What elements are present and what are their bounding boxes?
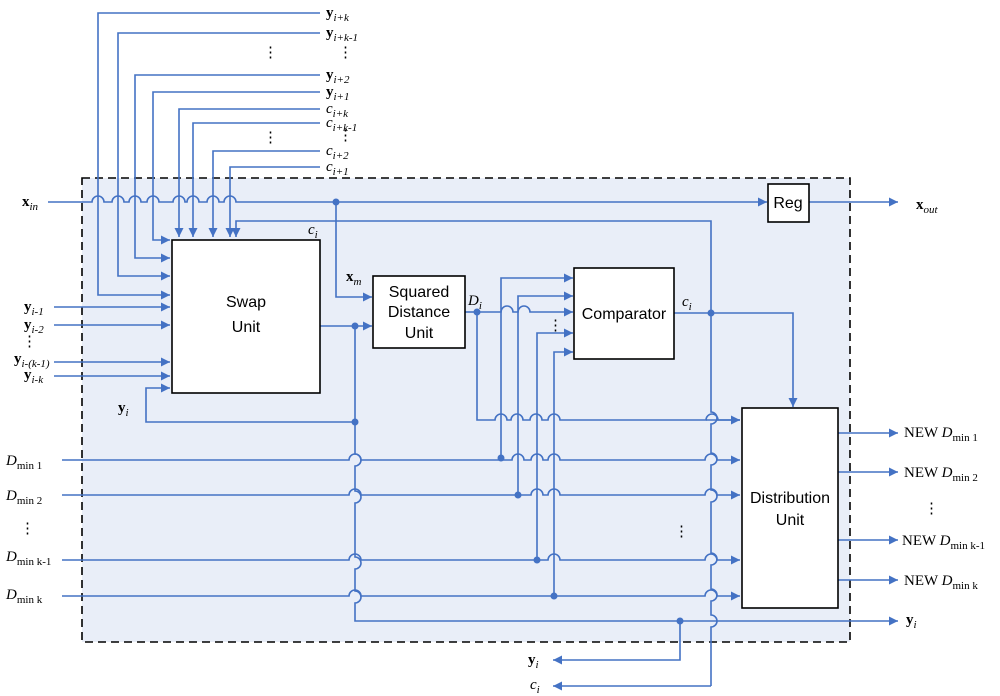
label-dmink1: Dmin k-1 xyxy=(5,549,51,568)
label-y-i2: yi+2 xyxy=(326,67,350,86)
label-y-im2: yi-2 xyxy=(24,317,44,336)
ellipsis-top-c-right: ⋮ xyxy=(338,128,353,144)
dist-label-2: Unit xyxy=(776,512,805,529)
label-x-in: xin xyxy=(22,194,39,213)
sqd-label-2: Distance xyxy=(388,304,450,321)
reg-label: Reg xyxy=(773,195,802,212)
label-dmin2: Dmin 2 xyxy=(5,488,42,507)
swap-unit: Swap Unit xyxy=(171,239,321,394)
label-new-dmink1: NEW Dmin k-1 xyxy=(902,533,985,552)
dist-label-1: Distribution xyxy=(750,490,830,507)
label-y-i1: yi+1 xyxy=(326,84,349,103)
ellipsis-top-y-right: ⋮ xyxy=(338,45,353,61)
label-y-imk: yi-k xyxy=(24,367,44,386)
comparator-label: Comparator xyxy=(582,306,667,323)
label-y-i-bottom: yi xyxy=(528,652,539,671)
swap-unit-label-1: Swap xyxy=(226,294,266,311)
distribution-unit: Distribution Unit xyxy=(741,407,839,609)
ellipsis-comparator-inputs: ⋮ xyxy=(548,318,563,334)
label-dmink: Dmin k xyxy=(5,587,43,606)
label-y-im1: yi-1 xyxy=(24,299,44,318)
register: Reg xyxy=(767,183,810,223)
squared-distance-unit: Squared Distance Unit xyxy=(372,275,466,349)
ellipsis-top-c-left: ⋮ xyxy=(263,130,278,146)
label-c-ik: ci+k xyxy=(326,101,349,120)
wires xyxy=(48,12,898,691)
label-new-dmin2: NEW Dmin 2 xyxy=(904,465,978,484)
label-x-m: xm xyxy=(346,269,362,288)
label-y-ik: yi+k xyxy=(326,5,350,24)
label-x-out: xout xyxy=(916,197,939,216)
junctions xyxy=(332,198,715,625)
label-y-i-feedback: yi xyxy=(118,400,129,419)
label-c-i1: ci+1 xyxy=(326,159,349,178)
label-y-i-output: yi xyxy=(906,612,917,631)
label-y-ik1: yi+k-1 xyxy=(326,25,358,44)
label-c-i-internal: ci xyxy=(308,222,318,241)
label-d-i: Di xyxy=(467,293,482,312)
label-new-dmin1: NEW Dmin 1 xyxy=(904,425,978,444)
label-dmin1: Dmin 1 xyxy=(5,453,42,472)
label-new-dmink: NEW Dmin k xyxy=(904,573,978,592)
sqd-label-1: Squared xyxy=(389,284,450,301)
ellipsis-right: ⋮ xyxy=(924,501,939,517)
label-y-imk1: yi-(k-1) xyxy=(14,351,50,370)
label-c-i-comparator: ci xyxy=(682,294,692,313)
ellipsis-top-y-left: ⋮ xyxy=(263,45,278,61)
swap-unit-label-2: Unit xyxy=(232,319,261,336)
label-c-ik1: ci+k-1 xyxy=(326,115,357,134)
ellipsis-left-y: ⋮ xyxy=(22,334,37,350)
ellipsis-left-d: ⋮ xyxy=(20,521,35,537)
sqd-label-3: Unit xyxy=(405,325,434,342)
label-c-i2: ci+2 xyxy=(326,143,349,162)
label-c-i-bottom: ci xyxy=(530,677,540,696)
ellipsis-middle: ⋮ xyxy=(674,524,689,540)
comparator-unit: Comparator xyxy=(573,267,675,360)
